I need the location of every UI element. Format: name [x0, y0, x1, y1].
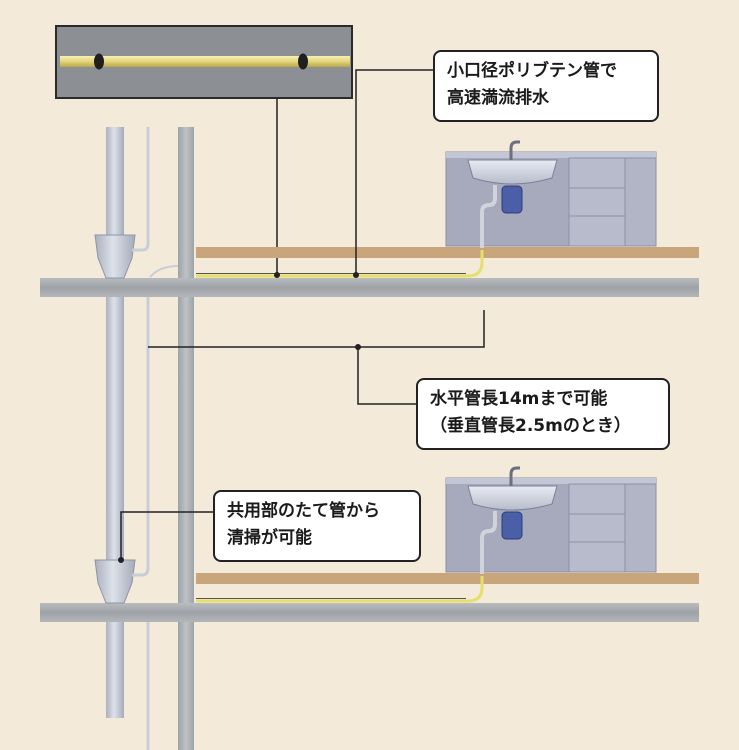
floor-slab-lower: [40, 603, 699, 622]
polybutene-pipe-upper: [196, 250, 484, 278]
callout-cleaning: 共用部のたて管から 清掃が可能: [213, 490, 421, 562]
callout-horizontal-length: 水平管長14mまで可能 （垂直管長2.5mのとき）: [416, 378, 670, 450]
leader-dots: [118, 272, 361, 563]
pipe-closeup-inset: [55, 25, 353, 99]
vertical-column: [178, 127, 194, 750]
sink-icon: [467, 159, 558, 511]
callout-text: 小口径ポリブテン管で: [447, 61, 617, 81]
branch-pipe: [132, 127, 150, 252]
faucet-icon: [509, 140, 520, 486]
callout-text: （垂直管長2.5mのとき）: [430, 416, 631, 436]
callout-text: 共用部のたて管から: [227, 501, 380, 521]
drain-stack: [94, 127, 136, 718]
leader-lines: [120, 69, 485, 560]
callout-text: 高速満流排水: [447, 88, 549, 108]
polybutene-pipe-lower: [196, 576, 484, 603]
trap-icon: [480, 185, 523, 574]
floor-slab-upper: [40, 278, 699, 297]
callout-text: 清掃が可能: [227, 528, 312, 548]
callout-text: 水平管長14mまで可能: [430, 389, 608, 409]
floor-board-upper: [196, 247, 699, 258]
floor-board-lower: [196, 573, 699, 584]
callout-polybutene-pipe: 小口径ポリブテン管で 高速満流排水: [433, 50, 659, 122]
